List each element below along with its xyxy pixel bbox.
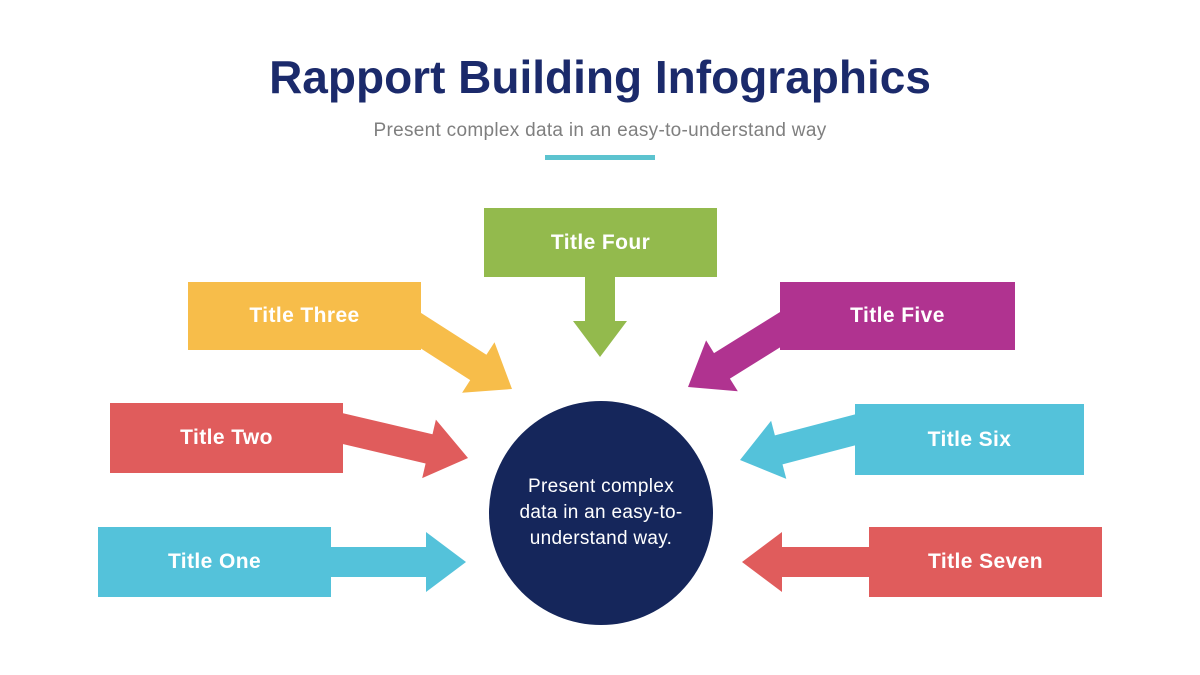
item-box-title-six: Title Six [855,404,1084,475]
page-subtitle: Present complex data in an easy-to-under… [373,120,827,141]
item-label-title-five: Title Five [850,304,945,327]
center-text-line-2: data in an easy-to- [519,501,683,523]
item-box-title-seven: Title Seven [869,527,1102,597]
center-text-line-1: Present complex [527,475,674,497]
item-label-title-three: Title Three [249,304,360,327]
arrow-title-one-icon [326,532,466,592]
item-label-title-four: Title Four [550,230,651,254]
item-box-title-three: Title Three [188,282,421,350]
item-box-title-one: Title One [98,527,331,597]
arrow-title-seven-icon [742,532,878,592]
title-divider [545,155,655,160]
page-title: Rapport Building Infographics [269,51,931,103]
item-label-title-six: Title Six [927,427,1012,451]
item-box-title-two: Title Two [110,403,343,473]
item-box-title-five: Title Five [780,282,1015,350]
arrow-title-four-icon [573,270,627,357]
center-text-line-3: understand way. [529,528,673,550]
arrow-title-five-icon [688,303,810,392]
item-box-title-four: Title Four [484,208,717,277]
arrow-title-six-icon [740,412,870,479]
item-label-title-one: Title One [167,550,262,573]
arrow-title-two-icon [332,412,468,479]
item-label-title-seven: Title Seven [928,550,1043,573]
center-circle: Present complex data in an easy-to- unde… [489,401,713,625]
item-label-title-two: Title Two [180,426,273,449]
